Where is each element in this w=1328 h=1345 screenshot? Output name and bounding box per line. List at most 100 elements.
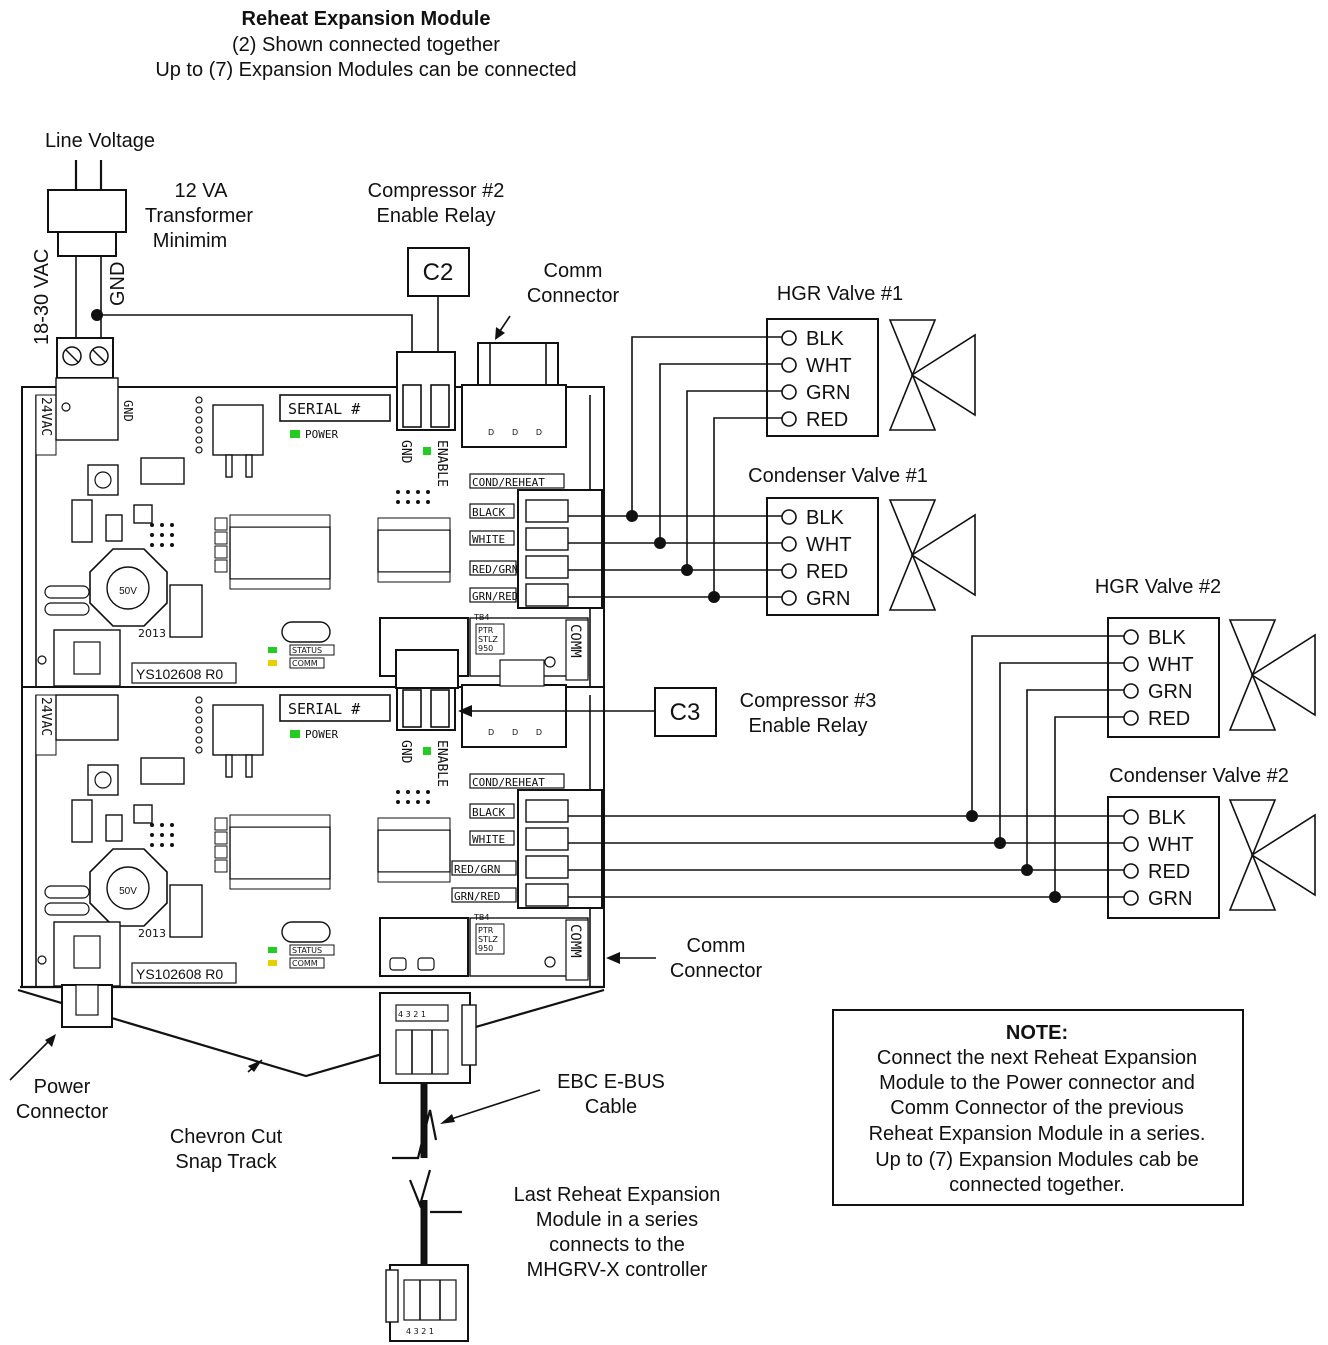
- hgr-valve-2: HGR Valve #2 BLK WHT GRN RED: [1095, 576, 1316, 738]
- chevron-label-2: Snap Track: [175, 1151, 277, 1173]
- condenser-valve-1: Condenser Valve #1 BLK WHT RED GRN: [748, 465, 976, 616]
- hgr2-wire-3: GRN: [1148, 681, 1192, 703]
- transformer-label-3: Minimim: [153, 230, 227, 252]
- c3-title-2: Enable Relay: [749, 715, 868, 737]
- comm-top-1: Comm: [544, 260, 603, 282]
- mod2-cond-reheat: COND/REHEAT: [472, 776, 545, 789]
- mod2-power-label: POWER: [305, 728, 338, 741]
- c2-title-2: Enable Relay: [377, 205, 496, 227]
- mod2-tb4: TB4: [473, 913, 489, 922]
- mod2-ptr: PTR: [478, 926, 494, 935]
- mod1-model: YS102608 R0: [136, 666, 223, 682]
- power-conn-1: Power: [34, 1076, 91, 1098]
- power-supply: Line Voltage 12 VA Transformer Minimim 1…: [31, 130, 439, 379]
- mod1-enable: ENABLE: [434, 440, 449, 487]
- mod1-status: STATUS: [292, 646, 322, 655]
- hgr2-wire-2: WHT: [1148, 654, 1194, 676]
- cond2-wire-1: BLK: [1148, 807, 1186, 829]
- header: Reheat Expansion Module (2) Shown connec…: [155, 8, 576, 81]
- mod1-year: 2013: [138, 627, 166, 640]
- mod2-term-black: BLACK: [472, 806, 505, 819]
- mod2-model: YS102608 R0: [136, 966, 223, 982]
- mod1-tb4: TB4: [473, 613, 489, 622]
- mod1-ptr-2: STLZ: [478, 635, 498, 644]
- mod2-gnd2: GND: [398, 740, 413, 764]
- wiring-module-1: [568, 336, 782, 603]
- chevron-snap-track: [17, 985, 605, 1078]
- power-conn-2: Connector: [16, 1101, 109, 1123]
- mod1-ptr: PTR: [478, 626, 494, 635]
- c3-title-1: Compressor #3: [740, 690, 877, 712]
- comm-bottom-1: Comm: [687, 935, 746, 957]
- cond2-wire-2: WHT: [1148, 834, 1194, 856]
- hgr1-wire-2: WHT: [806, 355, 852, 377]
- mod2-year: 2013: [138, 927, 166, 940]
- note-line-2: Module to the Power connector and: [879, 1072, 1195, 1094]
- note-box: NOTE: Connect the next Reheat Expansion …: [832, 1009, 1244, 1206]
- mod1-comm-led: COMM: [292, 659, 318, 668]
- module-board-1: 24VAC GND SERIAL # POWER GND ENABLE D D …: [21, 351, 605, 688]
- note-line-6: connected together.: [949, 1174, 1125, 1196]
- note-line-1: Connect the next Reheat Expansion: [877, 1047, 1197, 1069]
- wiring-module-2: [568, 635, 1124, 903]
- mod2-enable: ENABLE: [434, 740, 449, 787]
- mod2-power-led: [290, 730, 300, 738]
- plug-pins-top: 4 3 2 1: [398, 1010, 426, 1019]
- svg-text:D D D: D D D: [488, 728, 542, 737]
- hgr-valve-1: HGR Valve #1 BLK WHT GRN RED: [766, 283, 976, 437]
- relay-c2: Compressor #2 Enable Relay C2: [368, 180, 505, 297]
- hgr1-wire-4: RED: [806, 409, 848, 431]
- mod1-serial: SERIAL #: [288, 400, 360, 418]
- mod1-cap: 50V: [119, 586, 137, 597]
- vac-label: 18-30 VAC: [31, 249, 53, 345]
- diagram-subtitle-2: Up to (7) Expansion Modules can be conne…: [155, 59, 576, 81]
- diagram-title: Reheat Expansion Module: [242, 8, 491, 30]
- hgr1-title: HGR Valve #1: [777, 283, 903, 305]
- mod1-gnd: GND: [121, 400, 135, 422]
- transformer-plug: [47, 189, 127, 233]
- cond2-title: Condenser Valve #2: [1109, 765, 1289, 787]
- mod1-comm-side: COMM: [567, 624, 583, 658]
- c3-box: [654, 687, 717, 737]
- note-line-3: Comm Connector of the previous: [890, 1097, 1183, 1119]
- mod1-power-label: POWER: [305, 428, 338, 441]
- mod2-comm-side: COMM: [567, 924, 583, 958]
- svg-text:D D D: D D D: [488, 428, 542, 437]
- comm-connector-bottom: Comm Connector: [606, 935, 762, 982]
- comm-top-2: Connector: [527, 285, 620, 307]
- mod1-term-grnred: GRN/RED: [472, 590, 518, 603]
- mod2-24vac: 24VAC: [38, 697, 53, 736]
- mod2-comm-led: COMM: [292, 959, 318, 968]
- c2-title-1: Compressor #2: [368, 180, 505, 202]
- last-module-2: Module in a series: [536, 1209, 698, 1231]
- power-connector-plug: Power Connector: [9, 984, 113, 1123]
- mod2-status: STATUS: [292, 946, 322, 955]
- hgr2-wire-4: RED: [1148, 708, 1190, 730]
- mod1-gnd2: GND: [398, 440, 413, 464]
- module-board-2: 24VAC SERIAL # POWER GND ENABLE D D D: [21, 684, 605, 988]
- mod1-power-led: [290, 430, 300, 438]
- note-line-4: Reheat Expansion Module in a series.: [869, 1123, 1206, 1145]
- cond1-wire-1: BLK: [806, 507, 844, 529]
- c3-label: C3: [670, 699, 701, 726]
- c2-box: [407, 247, 470, 297]
- cond1-wire-4: GRN: [806, 588, 850, 610]
- mod1-term-black: BLACK: [472, 506, 505, 519]
- mod2-term-redgrn: RED/GRN: [454, 863, 500, 876]
- mod1-ptr-3: 950: [478, 644, 493, 653]
- c2-label: C2: [423, 259, 454, 286]
- plug-pins-bottom: 4 3 2 1: [406, 1327, 434, 1336]
- last-module-1: Last Reheat Expansion: [514, 1184, 721, 1206]
- hgr2-title: HGR Valve #2: [1095, 576, 1221, 598]
- mod1-term-redgrn: RED/GRN: [472, 563, 518, 576]
- comm-connector-top: Comm Connector: [477, 260, 620, 386]
- cond1-wire-2: WHT: [806, 534, 852, 556]
- last-module-4: MHGRV-X controller: [527, 1259, 708, 1281]
- mod2-term-grnred: GRN/RED: [454, 890, 500, 903]
- comm-bottom-2: Connector: [670, 960, 763, 982]
- gnd-wire-label: GND: [107, 262, 129, 306]
- cond2-wire-3: RED: [1148, 861, 1190, 883]
- mod2-serial: SERIAL #: [288, 700, 360, 718]
- mod2-ptr-2: STLZ: [478, 935, 498, 944]
